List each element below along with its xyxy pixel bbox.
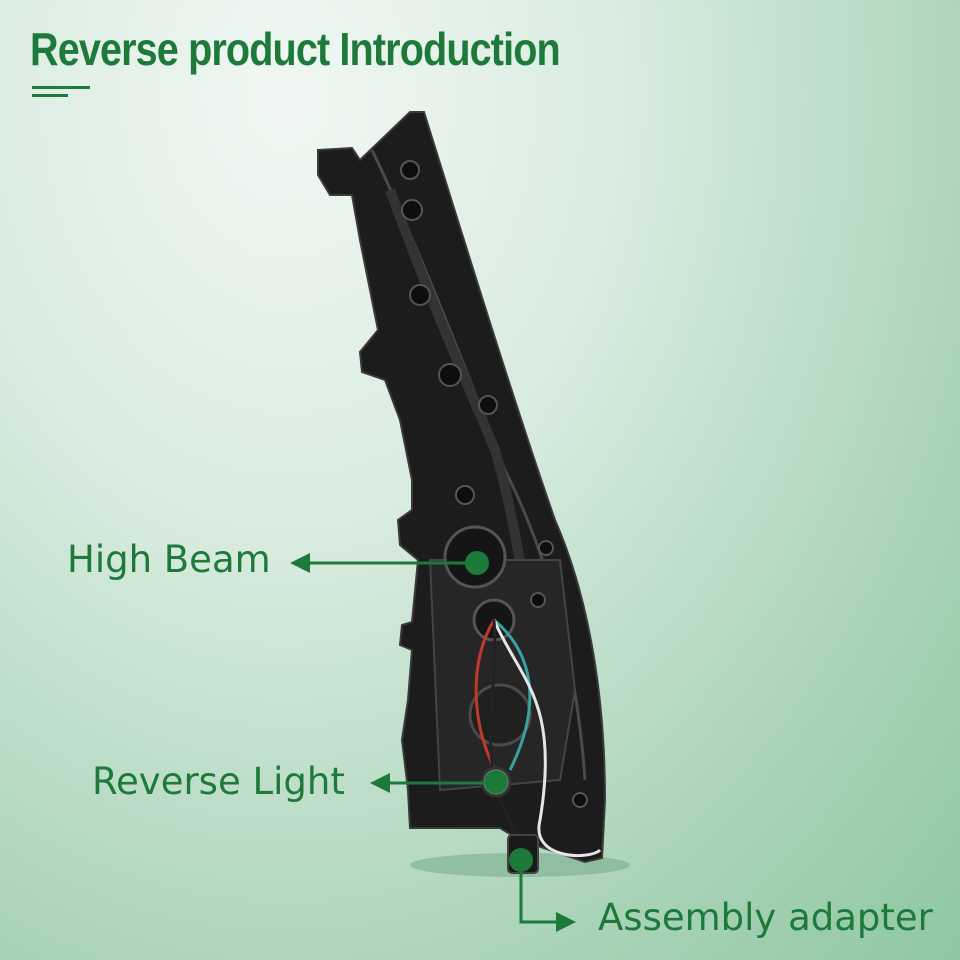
assembly-adapter-label: Assembly adapter — [598, 896, 933, 939]
title-underline-short — [32, 94, 68, 97]
assembly-adapter-arrow — [519, 872, 560, 924]
high-beam-marker — [465, 551, 489, 575]
high-beam-label: High Beam — [67, 538, 271, 581]
page-title: Reverse product Introduction — [30, 23, 561, 75]
assembly-adapter-marker — [509, 848, 533, 872]
reverse-light-label: Reverse Light — [92, 760, 345, 803]
reverse-light-marker — [484, 770, 508, 794]
title-underline-long — [32, 86, 90, 89]
